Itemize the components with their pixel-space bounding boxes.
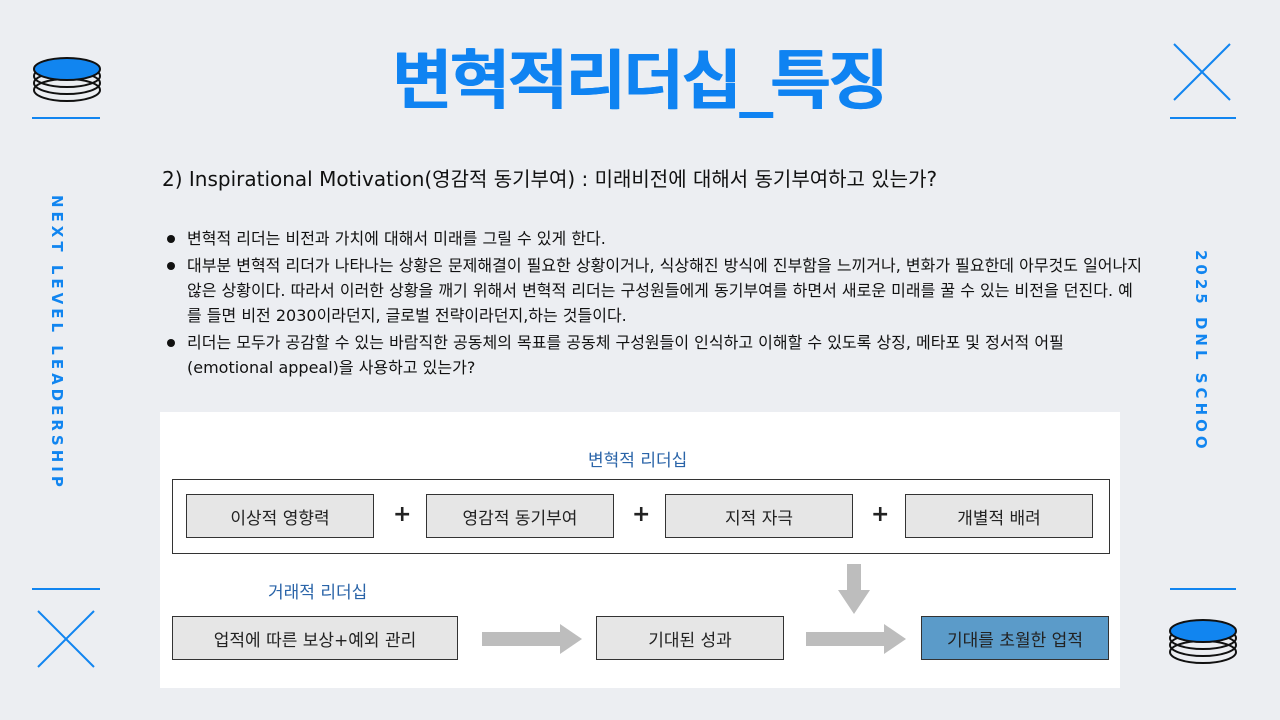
flow-box-expected: 기대된 성과 — [596, 616, 784, 660]
coin-stack-icon — [33, 57, 101, 102]
cross-icon — [37, 610, 95, 668]
side-text-left: NEXT LEVEL LEADERSHIP — [48, 195, 66, 491]
divider-right-top — [1170, 117, 1236, 119]
page-title: 변혁적리더십_특징 — [392, 45, 888, 119]
bullet-item: 대부분 변혁적 리더가 나타나는 상황은 문제해결이 필요한 상황이거나, 식상… — [165, 253, 1145, 328]
factor-group-frame — [172, 479, 1110, 554]
cross-icon — [1173, 43, 1231, 101]
down-arrow-icon — [838, 564, 870, 614]
section-heading: 2) Inspirational Motivation(영감적 동기부여) : … — [162, 167, 938, 191]
bullet-list: 변혁적 리더는 비전과 가치에 대해서 미래를 그릴 수 있게 한다. 대부분 … — [165, 226, 1145, 382]
plus-sign: + — [632, 502, 651, 527]
right-arrow-icon — [482, 624, 582, 654]
transactional-label: 거래적 리더십 — [268, 583, 368, 603]
flow-box-reward: 업적에 따른 보상+예외 관리 — [172, 616, 458, 660]
side-text-right: 2025 DNL SCHOO — [1192, 250, 1210, 453]
divider-right-bottom — [1170, 588, 1236, 590]
bullet-item: 리더는 모두가 공감할 수 있는 바람직한 공동체의 목표를 공동체 구성원들이… — [165, 330, 1145, 380]
factor-box: 이상적 영향력 — [186, 494, 374, 538]
plus-sign: + — [871, 502, 890, 527]
factor-box: 영감적 동기부여 — [426, 494, 614, 538]
plus-sign: + — [393, 502, 412, 527]
right-arrow-icon — [806, 624, 906, 654]
transformational-label: 변혁적 리더십 — [588, 451, 688, 471]
factor-box: 개별적 배려 — [905, 494, 1093, 538]
factor-box: 지적 자극 — [665, 494, 853, 538]
divider-left-bottom — [32, 588, 100, 590]
leadership-diagram: 변혁적 리더십 이상적 영향력 + 영감적 동기부여 + 지적 자극 + 개별적… — [160, 412, 1120, 688]
coin-stack-icon — [1169, 619, 1237, 664]
flow-box-beyond: 기대를 초월한 업적 — [921, 616, 1109, 660]
divider-left-top — [32, 117, 100, 119]
bullet-item: 변혁적 리더는 비전과 가치에 대해서 미래를 그릴 수 있게 한다. — [165, 226, 1145, 251]
